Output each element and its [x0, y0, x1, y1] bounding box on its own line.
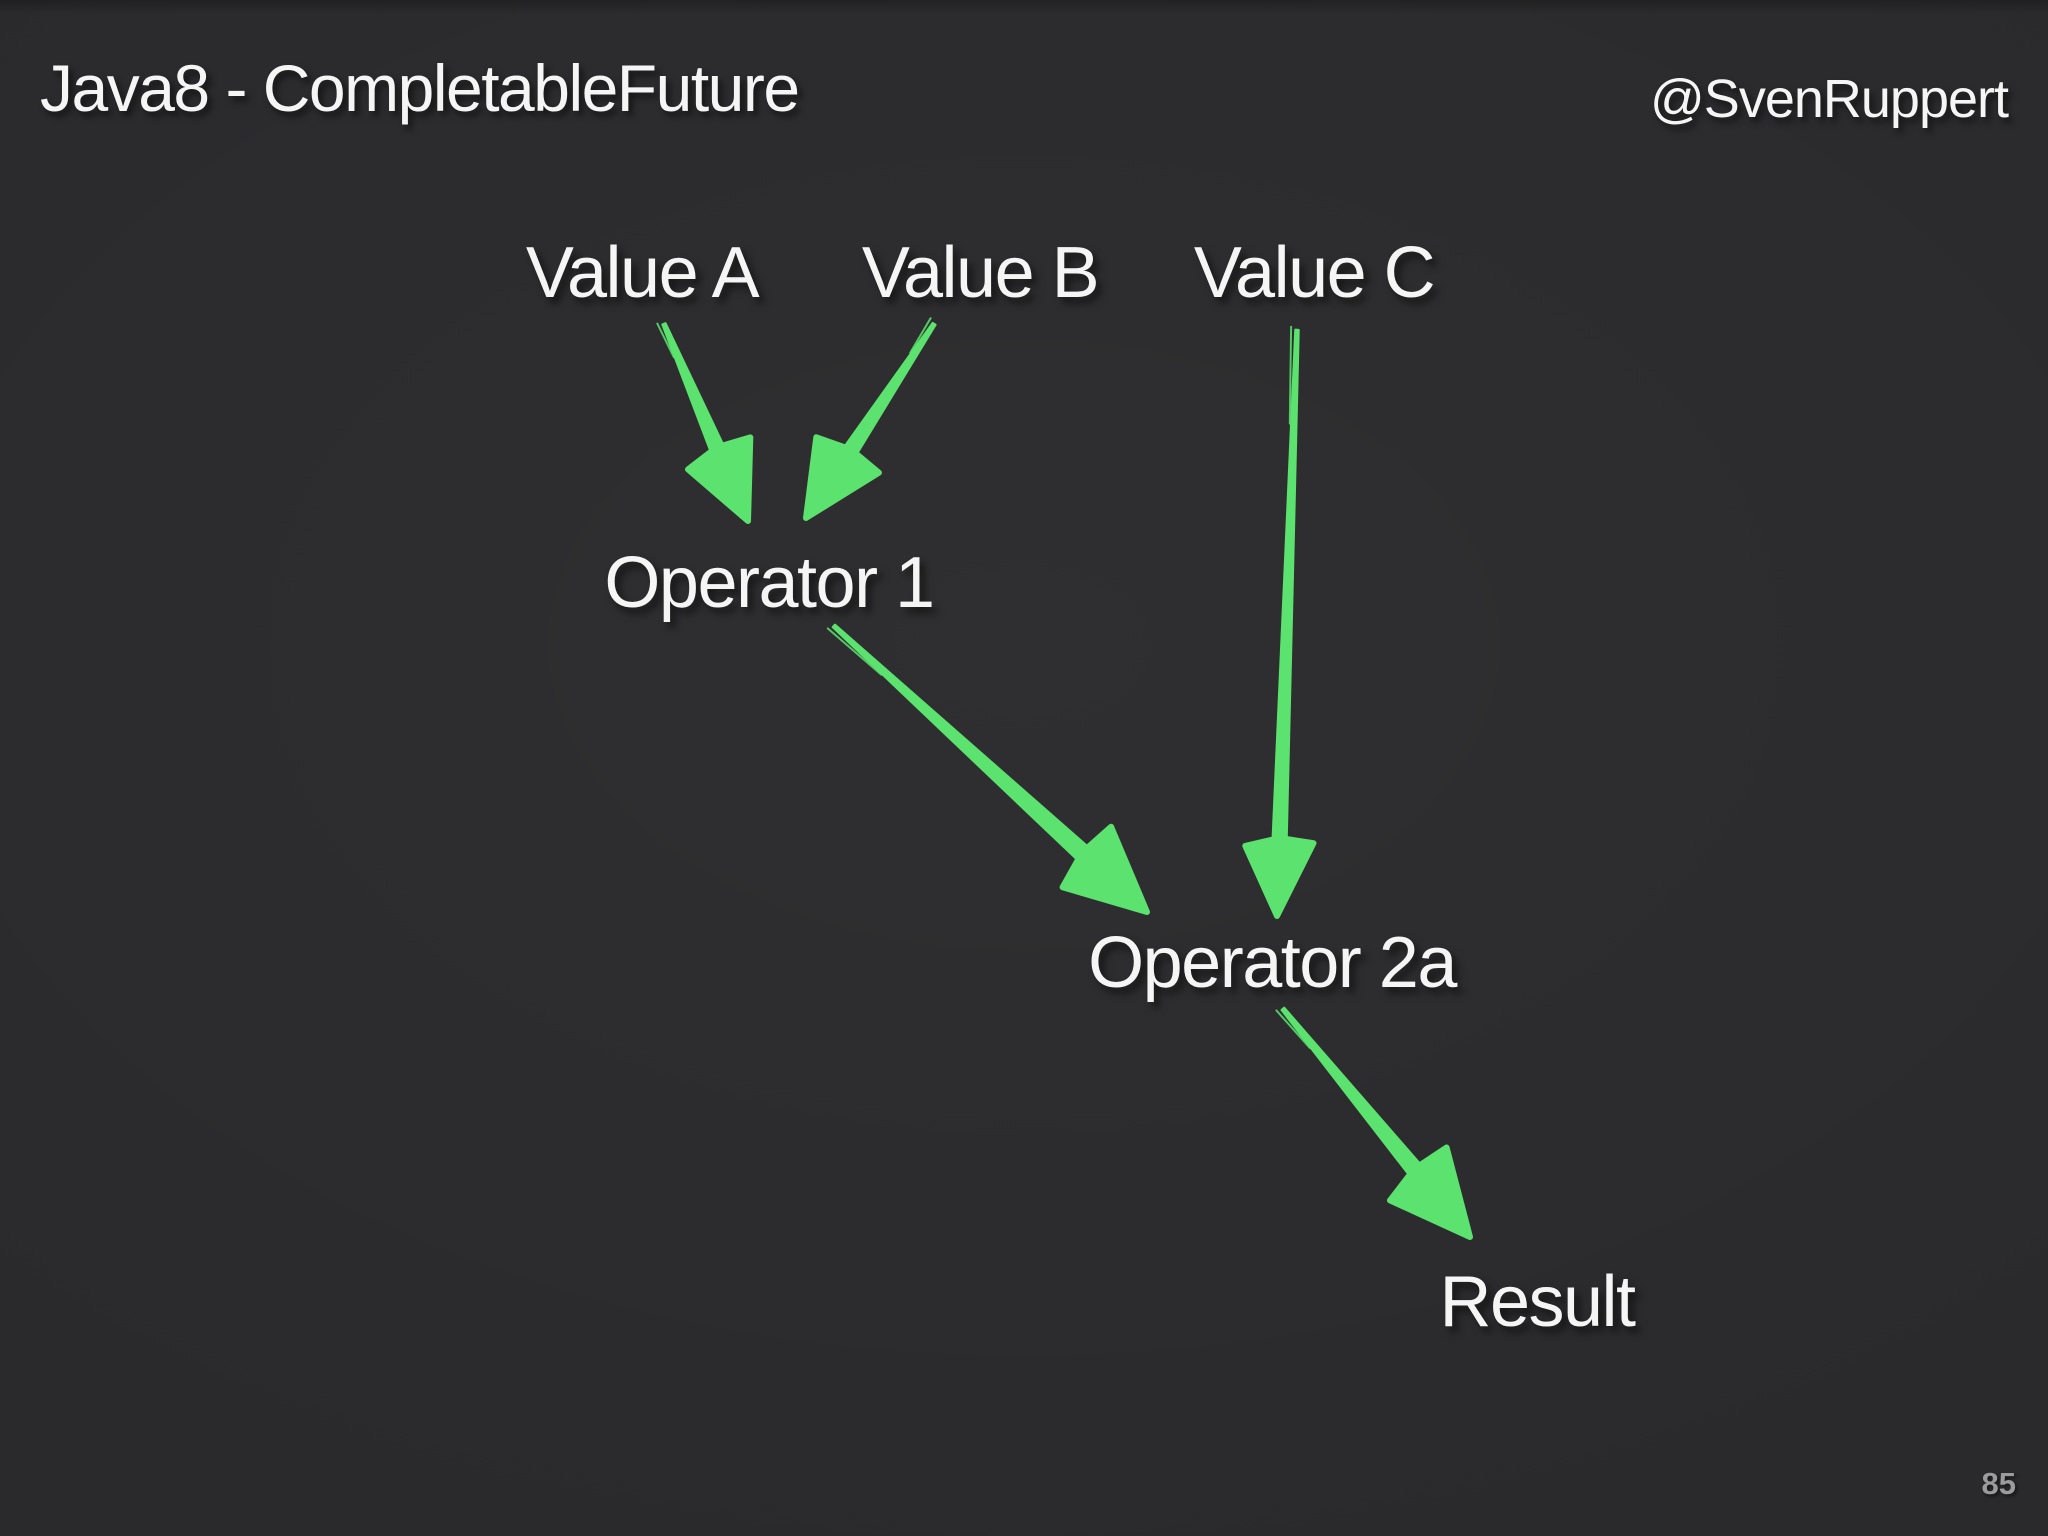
arrow-operator-2a-to-result: [1275, 1006, 1473, 1240]
arrow-value-c-to-operator-2a: [1242, 325, 1317, 919]
node-label-value-b: Value B: [861, 233, 1100, 313]
node-label-operator-2a: Operator 2a: [1088, 923, 1457, 1003]
node-label-operator-1: Operator 1: [604, 543, 935, 623]
node-label-result: Result: [1439, 1262, 1636, 1342]
author-handle: @SvenRuppert: [1649, 69, 2009, 129]
arrow-operator-1-to-operator-2a: [826, 623, 1150, 915]
node-label-value-a: Value A: [525, 233, 760, 313]
page-number: 85: [1981, 1466, 2016, 1501]
arrow-value-a-to-operator-1: [656, 322, 754, 524]
arrow-value-b-to-operator-1: [803, 317, 937, 521]
node-label-value-c: Value C: [1193, 233, 1436, 313]
slide-title: Java8 - CompletableFuture: [40, 51, 800, 125]
